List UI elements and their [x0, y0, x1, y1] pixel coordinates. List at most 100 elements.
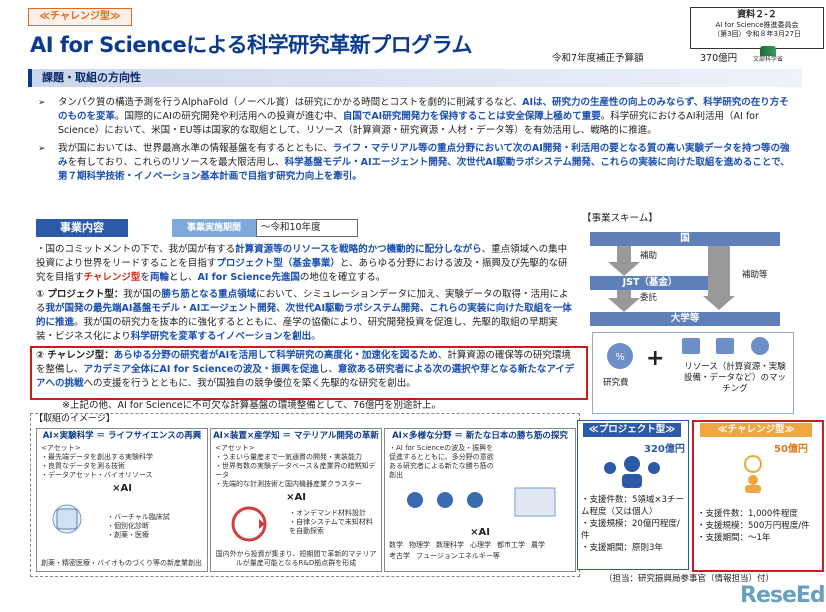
down-arrow-icon — [608, 298, 640, 312]
highlight: AIは、研究力の生産性の向上のみならず、科学研究の在り方そのものを変革 — [58, 97, 789, 122]
business-content-tab: 事業内容 — [36, 219, 128, 237]
arrow-shaft — [708, 246, 730, 296]
materials-card: AI×装置×産学知 ＝ マテリアル開発の革新 <アセット> ・うまいら量産まで一… — [210, 428, 382, 572]
project-type-card — [577, 420, 689, 570]
scheme-kuni: 国 — [590, 232, 780, 246]
intro-paragraph: ・国のコミットメントの下で、我が国が有する計算資源等のリソースを戦略的かつ機動的… — [36, 244, 568, 283]
direction-section-header: 課題・取組の方向性 — [28, 69, 802, 87]
card-outputs: ・バーチャル臨床試 ・個別化診断 ・創薬・医療 — [107, 513, 170, 540]
department-note: （担当：研究振興局参事官（情報担当）付） — [604, 574, 775, 584]
challenge-amount: 50億円 — [774, 444, 808, 455]
text: において、シミュレーションデータに加え、実験データの取得・活用による — [36, 289, 569, 314]
text: 、計算資源の確保等の研究環境を整備し、 — [36, 350, 571, 375]
scheme-title: 【事業スキーム】 — [582, 213, 658, 224]
hojo-label: 補助 — [640, 251, 658, 261]
direction-bullets: タンパク質の構造予測を行うAlphaFold（ノーベル賞）は研究にかかる時間とコ… — [36, 96, 796, 188]
direction-heading: 課題・取組の方向性 — [42, 71, 141, 84]
arrow-shaft — [617, 246, 631, 264]
researchers-illustration — [407, 487, 556, 517]
text: 。国際的にAIの研究開発や利活用への投資が進む中、 — [115, 111, 343, 122]
text: 我が国においては、世界最高水準の情報基盤を有するとともに、 — [58, 143, 333, 154]
project-type-card-header: ≪プロジェクト型≫ — [583, 423, 681, 437]
card-line: ・良質なデータを測る技術 — [41, 462, 125, 471]
card-assets: <アセット> ・最先端データを創出する実験科学 ・良質なデータを測る技術 ・デー… — [37, 442, 207, 482]
field-item: 考古学 — [389, 552, 410, 561]
card-line: ・個別化診断 — [107, 522, 149, 530]
card-heading: AI×装置×産学知 ＝ マテリアル開発の革新 — [213, 431, 379, 441]
additional-note: ※上記の他、AI for Scienceに不可欠な計算基盤の環境整備として、76… — [62, 400, 442, 411]
challenge-type-card-header: ≪チャレンジ型≫ — [700, 423, 812, 437]
field-item: 数学 — [389, 541, 403, 550]
card-heading: AI×実験科学 ＝ ライフサイエンスの再興 — [42, 431, 202, 441]
text: とし、 — [168, 272, 198, 283]
challenge-type-card — [692, 420, 824, 572]
highlight: 科学研究を変革するイノベーションを創出 — [130, 331, 312, 342]
card-footer: 創薬・精密医療・バイオものづくり等の新産業創出 — [41, 559, 202, 567]
highlight: 勝ち筋となる重点領域 — [161, 289, 257, 300]
budget-amount: 370億円 — [700, 53, 738, 64]
field-item: フュージョンエネルギー等 — [416, 552, 500, 561]
card-heading: AI×多様な分野 ＝ 新たな日本の勝ち筋の探究 — [392, 431, 568, 441]
highlight: チャレンジ型 — [83, 272, 141, 283]
text: 。我が国の研究力を抜本的に強化するとともに、産学の協働により、研究開発投資を促進… — [36, 317, 558, 342]
diverse-fields-card: AI×多様な分野 ＝ 新たな日本の勝ち筋の探究 ・AI for Scienceの… — [384, 428, 576, 572]
text: 我が国の — [123, 289, 162, 300]
highlight: AI for Science先進国 — [197, 272, 300, 283]
document-id: 資料２-２ — [737, 10, 777, 20]
text: の地位を確立する。 — [299, 272, 386, 283]
logo-text: 文部科学省 — [752, 56, 783, 63]
materials-illustration — [231, 506, 267, 542]
detail-line: ・支援件数：1,000件程度 — [697, 509, 798, 519]
page-title: AI for Scienceによる科学研究革新プログラム — [30, 33, 473, 57]
highlight: 計算資源等のリソースを戦略的かつ機動的に配分しながら — [235, 244, 482, 255]
field-item: 農学 — [531, 541, 545, 550]
detail-line: ・支援期間：～1年 — [697, 533, 771, 543]
highlight: アカデミア全体にAI for Scienceの波及・振興を促進 — [83, 364, 319, 375]
field-list: 数学 物理学 数理科学 心理学 都市工学 農学 考古学 フュージョンエネルギー等 — [385, 539, 575, 563]
hojo-tou-label: 補助等 — [742, 270, 768, 280]
field-item: 心理学 — [470, 541, 491, 550]
plus-sign: + — [646, 346, 665, 371]
card-line: ・自律システムで未知材料 — [289, 518, 373, 526]
budget-label: 令和7年度補正予算額 — [552, 53, 644, 64]
highlight: 意欲ある研究者による次の選択や芽となる新たなアイデアへの挑戦 — [36, 364, 575, 389]
text: への支援を行うとともに、我が国独自の競争優位を築く先駆的な研究を創出。 — [83, 378, 416, 389]
field-item: 物理学 — [409, 541, 430, 550]
card-line: ・データアセット・バイオリソース — [41, 471, 153, 480]
life-science-illustration — [52, 504, 82, 534]
down-arrow-icon — [703, 296, 735, 310]
xai-label: ×AI — [286, 492, 306, 504]
resource-matching-label: リソース（計算資源・実験設備・データなど）のマッチング — [683, 362, 786, 395]
text: タンパク質の構造予測を行うAlphaFold（ノーベル賞）は研究にかかる時間とコ… — [58, 97, 523, 108]
detail-line: ・支援規模：20億円程度/件 — [581, 519, 680, 541]
card-line: ・創薬・医療 — [107, 531, 149, 539]
xai-label: ×AI — [112, 483, 132, 495]
challenge-tag: ≪チャレンジ型≫ — [28, 8, 132, 26]
card-line: ・AI for Scienceの波及・振興を促進するとともに、多分野の意欲ある研… — [389, 444, 494, 480]
highlight: 自国でAI研究開発力を保持することは安全保障上極めて重要 — [342, 111, 601, 122]
team-icon — [604, 456, 660, 488]
text: を — [140, 272, 150, 283]
direction-bullet-1: タンパク質の構造予測を行うAlphaFold（ノーベル賞）は研究にかかる時間とコ… — [36, 96, 796, 138]
text: 、重点領域への集中投資により世界をリードすることを目指す — [36, 244, 568, 269]
challenge-type-box — [30, 346, 588, 400]
highlight: 両輪 — [149, 272, 169, 283]
project-details: ・支援件数：5領域×3チーム程度（又は個人） ・支援規模：20億円程度/件 ・支… — [581, 494, 685, 554]
highlight: ライフ・マテリアル等の重点分野において次のAI開発・利活用の要となる質の高い実験… — [58, 143, 790, 168]
period-value: ～令和10年度 — [256, 219, 358, 237]
mext-logo: 文部科学省 — [743, 46, 793, 66]
text: 国のコミットメントの下で、我が国が有する — [45, 244, 236, 255]
detail-line: ・支援件数：5領域×3チーム程度（又は個人） — [581, 495, 684, 517]
card-line: ・世界有数の実験データベース＆産業界の暗黙知データ — [215, 462, 376, 480]
card-line: ・先端的な計測技術と国内機器産業クラスター — [215, 480, 362, 489]
project-type-label: ① プロジェクト型： — [36, 289, 124, 300]
itaku-label: 委託 — [640, 293, 658, 303]
direction-bullet-2: 我が国においては、世界最高水準の情報基盤を有するとともに、ライフ・マテリアル等の… — [36, 142, 796, 184]
kenkyuhi-label: 研究費 — [603, 378, 629, 388]
scheme-daigaku: 大学等 — [590, 312, 780, 326]
challenge-details: ・支援件数：1,000件程度 ・支援規模：500万円程度/件 ・支援期間：～1年 — [697, 508, 817, 544]
xai-label: ×AI — [470, 527, 490, 539]
arrow-shaft — [617, 290, 631, 300]
document-committee: AI for Science推進委員会 — [715, 21, 799, 30]
highlight: 我が国発の最先端AI基盤モデル・AIエージェント開発、次世代AI駆動ラボシステム… — [36, 303, 572, 328]
